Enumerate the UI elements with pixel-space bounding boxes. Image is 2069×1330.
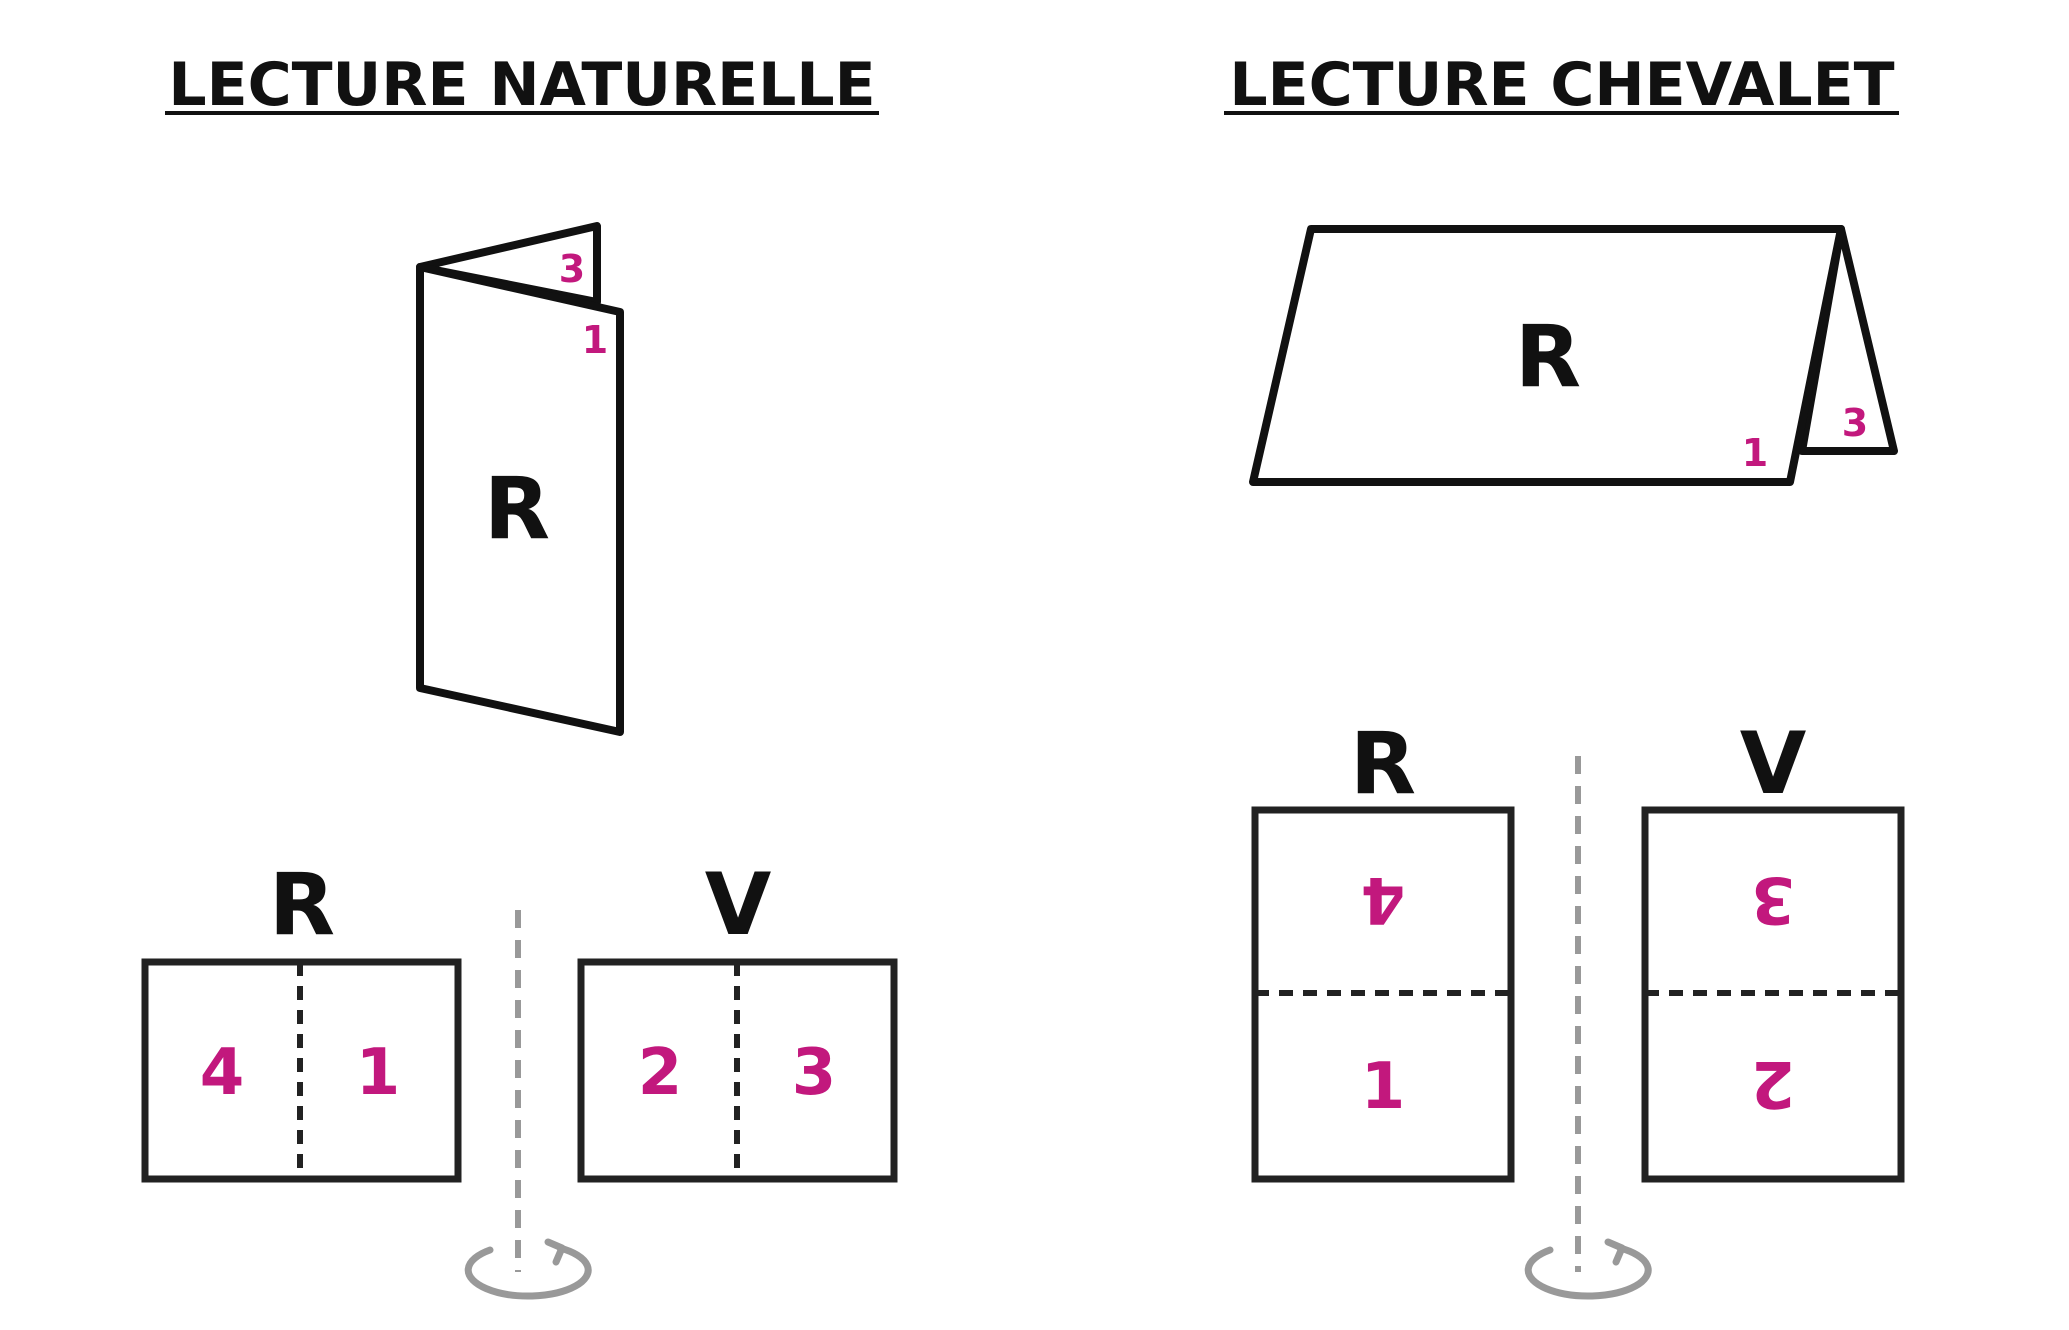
title-lecture-chevalet: LECTURE CHEVALET [1229,50,1894,120]
rotate-arrow-icon [464,1238,592,1300]
back-page-number: 3 [559,247,585,291]
verso-sheet-landscape: V 2 3 [577,855,898,1183]
front-panel [416,263,624,736]
verso-label: V [705,855,772,955]
page-number: 4 [200,1036,245,1110]
recto-label: R [269,855,335,955]
face-label: R [1515,307,1581,407]
front-page-number: 1 [582,318,608,362]
title-lecture-naturelle: LECTURE NATURELLE [168,50,875,120]
page-number-inverted: 3 [1751,862,1796,936]
page-number-inverted: 2 [1751,1046,1796,1120]
front-page-number: 1 [1742,431,1768,475]
recto-sheet-portrait: R 4 1 [1251,714,1515,1183]
panel-lecture-naturelle: LECTURE NATURELLE R 3 1 R 4 1 V [141,50,898,1300]
verso-label: V [1740,714,1807,814]
recto-label: R [1350,714,1416,814]
page-number: 1 [356,1036,401,1110]
panel-lecture-chevalet: LECTURE CHEVALET R 1 3 R 4 1 V [1224,50,1905,1300]
folded-leaflet-portrait: R 3 1 [416,222,624,736]
folded-tent-card: R 1 3 [1249,225,1898,486]
face-label: R [484,459,550,559]
recto-sheet-landscape: R 4 1 [141,855,462,1183]
page-number: 2 [638,1036,683,1110]
back-page-number: 3 [1842,401,1868,445]
page-number: 3 [792,1036,837,1110]
rotate-arrow-icon [1524,1238,1652,1300]
page-number-inverted: 4 [1361,862,1406,936]
verso-sheet-portrait: V 3 2 [1641,714,1905,1183]
front-panel [1249,225,1845,486]
page-number: 1 [1361,1050,1406,1124]
